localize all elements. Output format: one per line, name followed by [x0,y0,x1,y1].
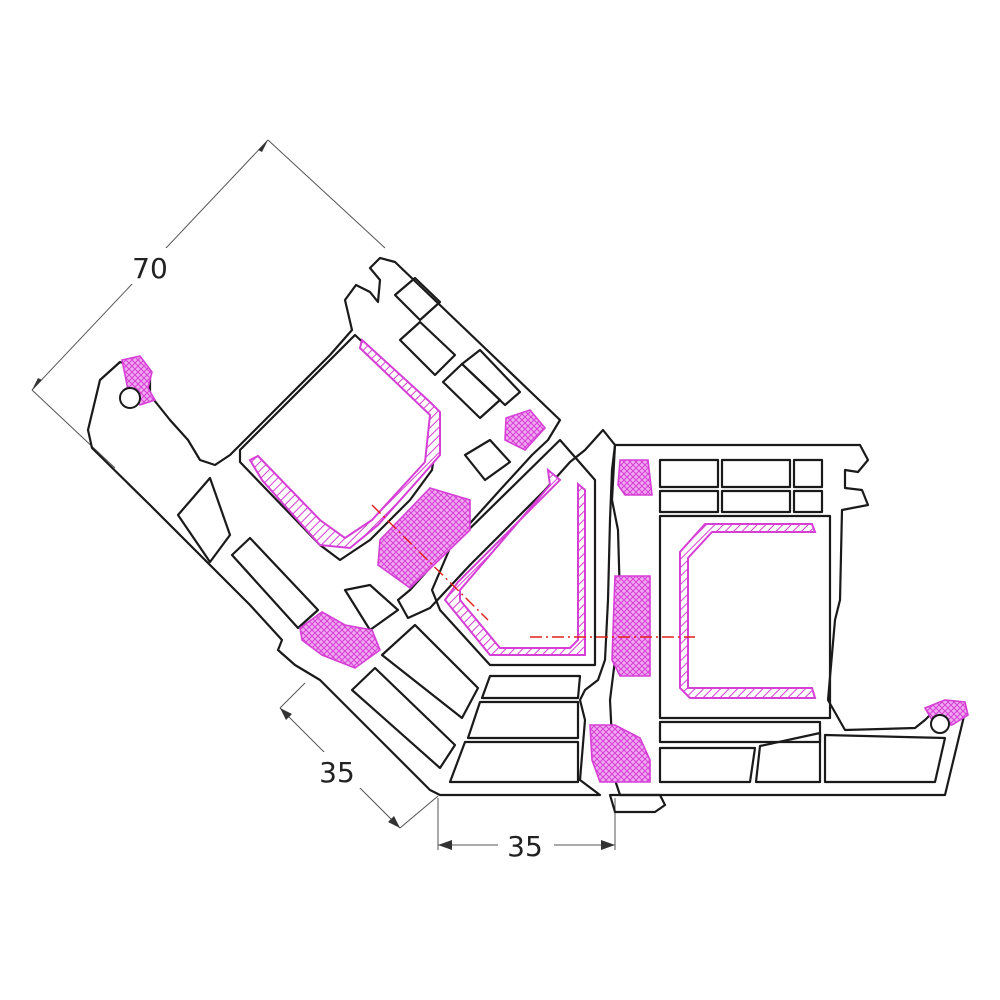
steel-reinforcement-mullion [443,467,586,656]
dimension-label-70: 70 [132,252,168,285]
glazing-gasket-right-middle [611,575,651,677]
glazing-gasket-right-top [617,459,653,496]
dimension-top: 70 [31,139,386,469]
glazing-gasket-right-bottom [589,724,651,783]
right-frame-profile [589,443,969,797]
dimension-label-35-left: 35 [319,756,355,789]
dimension-label-35-right: 35 [507,830,543,863]
dimension-lower-right: 35 [437,798,616,864]
glazing-gasket-lower-left [299,611,381,669]
steel-reinforcement-left [248,338,441,550]
glazing-gasket-top [377,487,471,590]
left-frame-profile [86,256,617,797]
glazing-gasket-upper [504,409,547,451]
bottom-chambers [448,674,582,784]
axis-lines [371,504,695,638]
dimension-lower-left: 35 [279,682,439,829]
mullion-profile [299,409,597,669]
glazing-bead-bottom [608,793,667,814]
steel-reinforcement-right [679,523,817,699]
